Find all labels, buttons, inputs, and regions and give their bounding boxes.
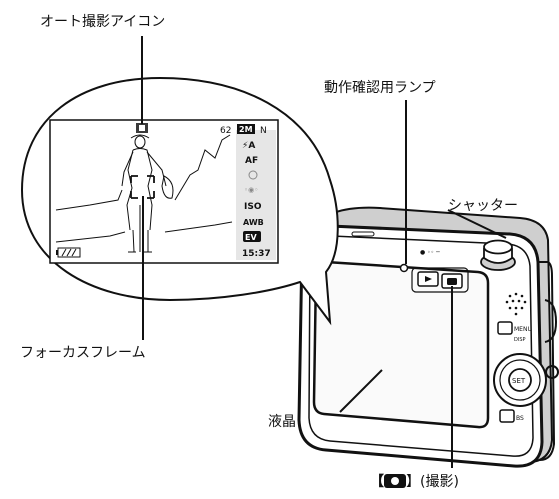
strap-lug <box>544 299 558 343</box>
camera-side <box>538 261 556 461</box>
mountain-line <box>55 134 231 211</box>
selftimer-icon <box>248 170 258 180</box>
record-button-icon <box>447 278 457 285</box>
leader-lines <box>141 36 507 468</box>
shutter-label: シャッター <box>448 198 518 214</box>
set-button <box>508 368 532 392</box>
iso-icon: ISO <box>244 202 262 212</box>
camera-icon <box>384 474 406 488</box>
ground-line <box>55 221 233 243</box>
flash-icon: ⚡A <box>242 141 255 151</box>
top-slot <box>351 231 375 237</box>
quality: N <box>260 126 267 136</box>
awb-icon: AWB <box>243 218 264 227</box>
operation-lamp-label: 動作確認用ランプ <box>324 80 436 96</box>
image-size: 2M <box>239 125 253 134</box>
lcd-preview: 62 2M N ⚡A AF ◦◉◦ ISO AWB EV 15:37 <box>49 119 279 264</box>
disp-text: DISP <box>514 337 526 343</box>
lcd-leader <box>339 369 383 413</box>
bracket-close-label: 】(撮影) <box>406 474 459 490</box>
strap-ring <box>545 365 559 379</box>
auto-icon-label: オート撮影アイコン <box>40 14 166 30</box>
shots-left: 62 <box>220 126 231 136</box>
bs-button <box>499 409 515 423</box>
shutter-leader <box>447 209 507 239</box>
ev-icon: EV <box>245 233 257 242</box>
record-button-label: 【 】(撮影) <box>370 474 459 490</box>
bs-text: BS <box>516 415 524 422</box>
person-figure <box>121 134 174 253</box>
speaker <box>505 292 527 316</box>
camera: ● ◦◦ ─ MENU DISP SET BS <box>297 206 559 468</box>
focus-frame-label: フォーカスフレーム <box>20 345 146 361</box>
anti-shake-icon: ◦◉◦ <box>244 186 258 194</box>
button-panel <box>411 267 469 293</box>
clock: 15:37 <box>242 249 271 259</box>
menu-text: MENU <box>514 326 532 333</box>
top-print: ● ◦◦ ─ <box>420 249 440 256</box>
control-dial-inner <box>499 359 541 401</box>
operation-lamp <box>399 263 409 273</box>
set-text: SET <box>512 377 526 385</box>
bracket-open: 【 <box>370 474 384 490</box>
shutter-button <box>483 239 513 255</box>
menu-button <box>497 321 513 335</box>
focus-frame <box>130 175 155 199</box>
af-icon: AF <box>245 156 258 166</box>
play-icon <box>425 276 432 282</box>
